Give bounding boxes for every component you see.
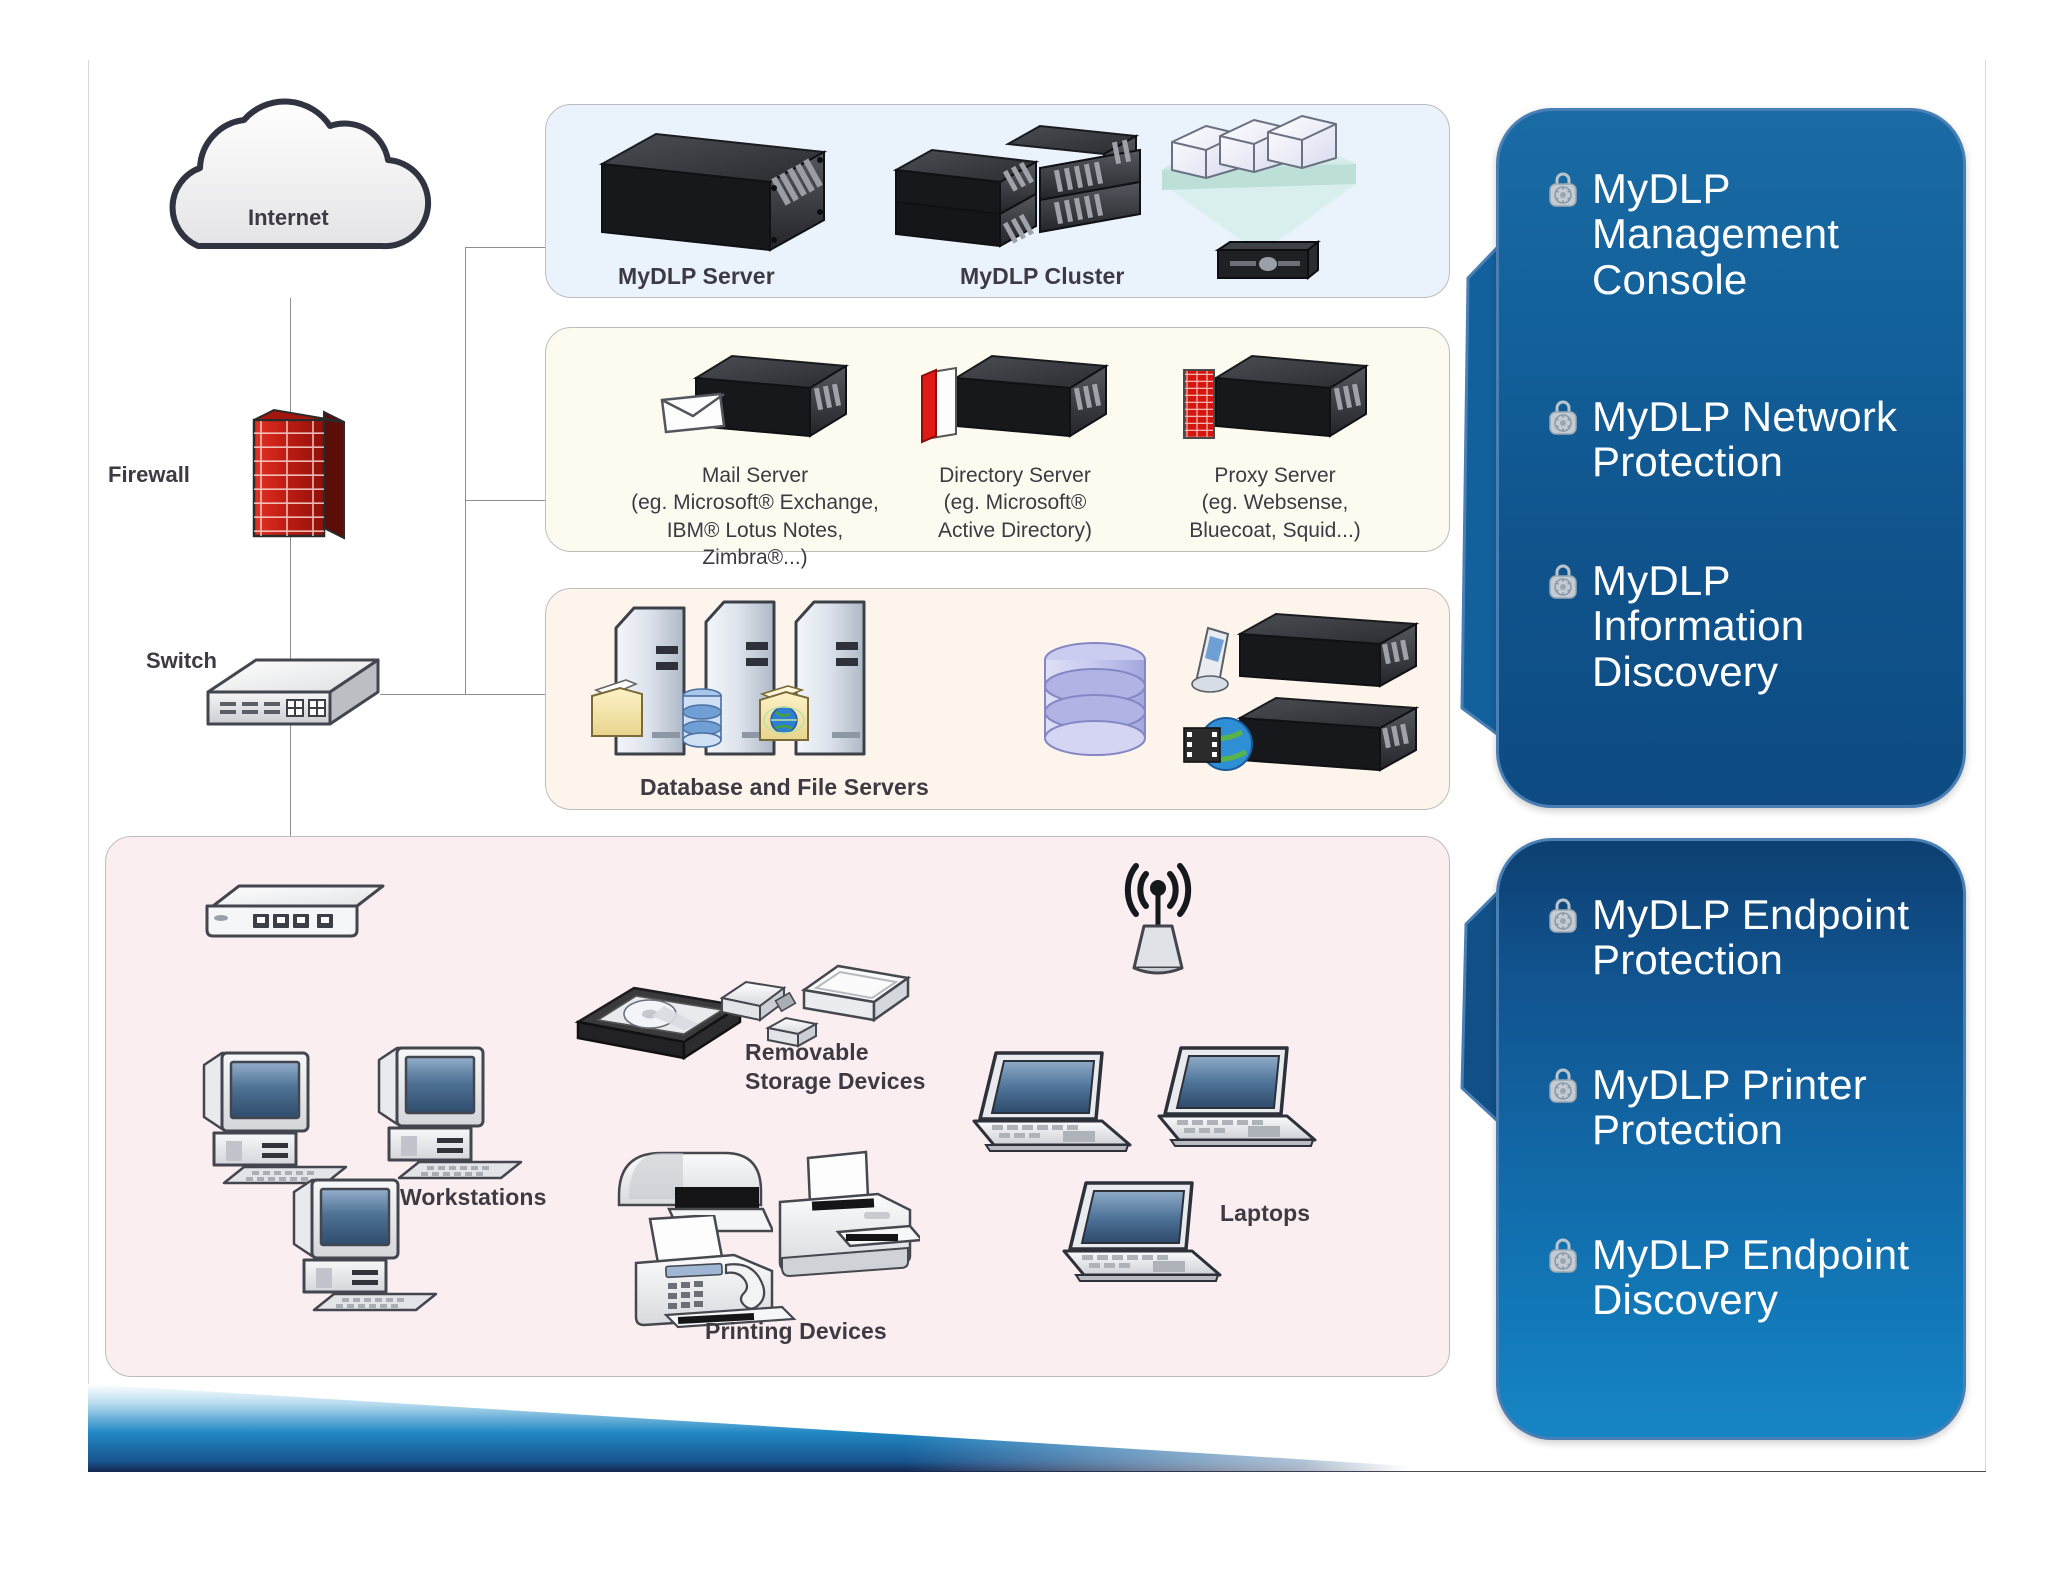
callout-endpoint-products[interactable]: MyDLP Endpoint Protection MyD — [1460, 838, 1966, 1440]
router-icon — [205, 880, 387, 940]
footer-swoosh-decoration — [88, 1378, 1408, 1472]
padlock-icon — [1548, 896, 1578, 942]
proxy-server-label: Proxy Server (eg. Websense, Bluecoat, Sq… — [1189, 464, 1361, 542]
directory-server-label: Directory Server (eg. Microsoft® Active … — [937, 464, 1093, 542]
mail-server-icon — [660, 350, 850, 456]
callout-item-label: MyDLP Information Discovery — [1592, 557, 1805, 695]
printing-devices-label: Printing Devices — [705, 1318, 887, 1344]
callout-network-products[interactable]: MyDLP Management Console MyDL — [1460, 108, 1966, 808]
padlock-icon — [1548, 398, 1578, 444]
internet-label: Internet — [248, 205, 329, 230]
link-switch-router — [290, 700, 291, 900]
padlock-icon — [1548, 1236, 1578, 1282]
laptops-label: Laptops — [1220, 1200, 1311, 1226]
tower-servers-icon — [590, 600, 1010, 780]
rack-server-cluster-icon — [890, 118, 1150, 270]
database-file-servers-label: Database and File Servers — [640, 774, 929, 800]
workstations-label: Workstations — [400, 1184, 547, 1210]
mail-server-label: Mail Server (eg. Microsoft® Exchange, IB… — [631, 464, 879, 569]
slide-right-border — [1985, 60, 1986, 1472]
firewall-label: Firewall — [108, 462, 190, 487]
mydlp-server-label: MyDLP Server — [618, 263, 775, 289]
callout-item-label: MyDLP Management Console — [1592, 165, 1840, 303]
removable-storage-label: Removable Storage Devices — [745, 1039, 926, 1094]
callout-item-label: MyDLP Network Protection — [1592, 393, 1898, 486]
desktop-computer-icon — [200, 1045, 350, 1185]
removable-storage-icon — [572, 960, 912, 1070]
zone-trunk-vertical — [465, 247, 466, 694]
proxy-server-icon — [1180, 350, 1370, 456]
branch-to-services-zone — [465, 500, 547, 501]
laptop-icon — [970, 1045, 1140, 1165]
branch-to-data-zone — [380, 694, 547, 695]
callout-item-printer-protection[interactable]: MyDLP Printer Protection — [1548, 1062, 1958, 1153]
callout-item-label: MyDLP Printer Protection — [1592, 1061, 1867, 1154]
printer-icon — [613, 1135, 773, 1245]
switch-right-stub — [380, 694, 381, 695]
firewall-brick-icon — [248, 406, 352, 544]
callout-item-list: MyDLP Endpoint Protection MyD — [1496, 838, 1966, 1440]
rack-server-icon — [598, 128, 828, 258]
cloud-icon — [128, 96, 448, 296]
mydlp-cluster-label: MyDLP Cluster — [960, 263, 1125, 289]
padlock-icon — [1548, 562, 1578, 608]
callout-item-label: MyDLP Endpoint Protection — [1592, 891, 1910, 984]
network-switch-icon — [204, 648, 382, 744]
callout-item-endpoint-protection[interactable]: MyDLP Endpoint Protection — [1548, 892, 1958, 983]
callout-panel-body — [1496, 108, 1966, 808]
link-firewall-switch — [290, 520, 291, 700]
laptop-icon — [1155, 1040, 1325, 1160]
virtualization-icon — [1160, 112, 1360, 280]
callout-item-label: MyDLP Endpoint Discovery — [1592, 1231, 1910, 1324]
switch-label: Switch — [146, 648, 217, 673]
branch-to-server-zone — [465, 247, 547, 248]
media-rack-servers-icon — [1180, 610, 1420, 800]
callout-item-management-console[interactable]: MyDLP Management Console — [1548, 166, 1948, 302]
database-cylinder-icon — [1040, 640, 1150, 760]
fax-machine-icon — [630, 1215, 810, 1345]
printer-icon — [760, 1150, 920, 1300]
slide-left-border — [88, 60, 89, 1472]
callout-item-endpoint-discovery[interactable]: MyDLP Endpoint Discovery — [1548, 1232, 1958, 1323]
padlock-icon — [1548, 170, 1578, 216]
padlock-icon — [1548, 1066, 1578, 1112]
callout-item-information-discovery[interactable]: MyDLP Information Discovery — [1548, 558, 1948, 694]
callout-item-list: MyDLP Management Console MyDL — [1496, 108, 1966, 808]
laptop-icon — [1060, 1175, 1230, 1295]
wireless-access-point-icon — [1110, 860, 1206, 990]
desktop-computer-icon — [375, 1040, 525, 1180]
directory-server-icon — [920, 350, 1110, 456]
callout-panel-body — [1496, 838, 1966, 1440]
desktop-computer-icon — [290, 1172, 440, 1312]
callout-item-network-protection[interactable]: MyDLP Network Protection — [1548, 394, 1958, 485]
